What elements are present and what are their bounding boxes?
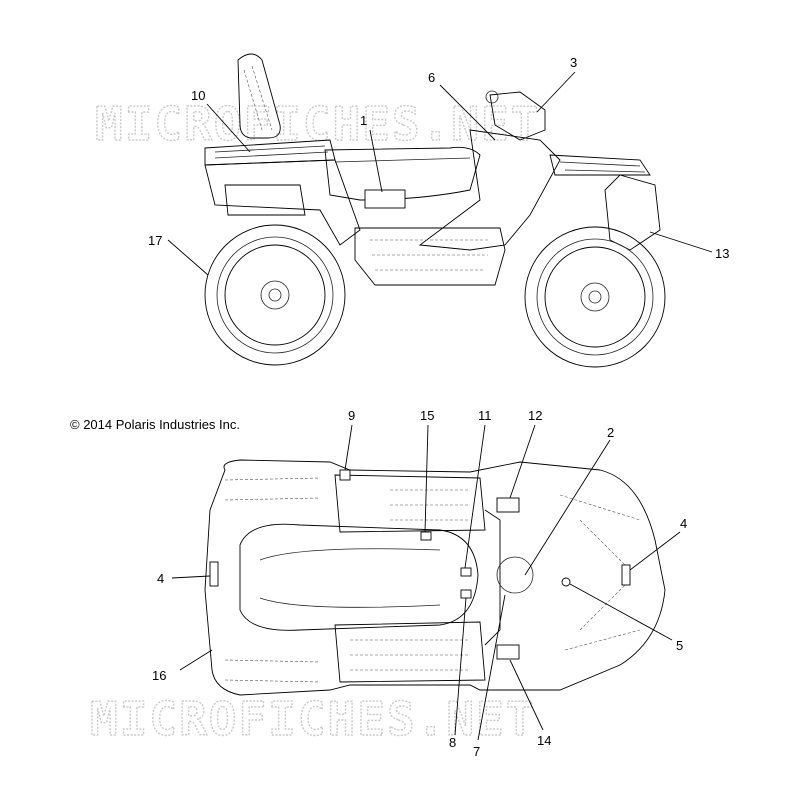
callout-2: 2 <box>607 425 614 440</box>
decal-8 <box>460 589 472 599</box>
top-footwell-left <box>334 474 486 533</box>
callout-12: 12 <box>528 408 542 423</box>
leader-lines <box>167 71 713 741</box>
callout-3: 3 <box>570 55 577 70</box>
decal-9 <box>339 469 351 481</box>
decal-4-rear <box>209 561 219 587</box>
atv-top-view <box>204 459 666 696</box>
callout-8: 8 <box>449 735 456 750</box>
front-bumper <box>604 174 661 251</box>
callout-4-rear: 4 <box>157 571 164 586</box>
copyright-text: © 2014 Polaris Industries Inc. <box>70 417 240 432</box>
decal-12 <box>496 497 520 513</box>
rear-body <box>204 159 361 246</box>
backrest <box>237 53 281 139</box>
callout-5: 5 <box>676 638 683 653</box>
callout-15: 15 <box>420 408 434 423</box>
decal-14 <box>496 644 520 660</box>
front-rack <box>549 154 651 176</box>
callout-13: 13 <box>715 246 729 261</box>
front-body <box>418 129 561 251</box>
callout-11: 11 <box>478 408 492 423</box>
callout-9: 9 <box>348 408 355 423</box>
callout-14: 14 <box>537 733 551 748</box>
front-wheel <box>524 226 666 368</box>
decal-5 <box>561 577 571 587</box>
callout-7: 7 <box>473 744 480 759</box>
top-outline <box>204 459 666 696</box>
callout-4-front: 4 <box>680 516 687 531</box>
rear-wheel <box>204 224 346 366</box>
callout-17: 17 <box>148 233 162 248</box>
handlebar-pod <box>489 91 546 141</box>
top-footwell-right <box>334 621 486 683</box>
decal-15 <box>420 531 432 541</box>
callout-10: 10 <box>191 88 205 103</box>
watermark-bottom: MICROFICHES.NET <box>90 692 535 746</box>
watermark-top: MICROFICHES.NET <box>95 97 540 151</box>
top-seat <box>239 523 479 631</box>
atv-side-view <box>204 53 666 368</box>
decal-1 <box>364 189 406 209</box>
decal-4-front <box>621 564 631 586</box>
callout-1: 1 <box>360 113 367 128</box>
footwell <box>354 227 506 286</box>
callout-16: 16 <box>152 668 166 683</box>
callouts: 3 6 10 1 13 17 9 15 11 12 2 4 4 5 16 8 7… <box>148 55 729 759</box>
callout-6: 6 <box>428 70 435 85</box>
decal-11 <box>460 567 472 577</box>
